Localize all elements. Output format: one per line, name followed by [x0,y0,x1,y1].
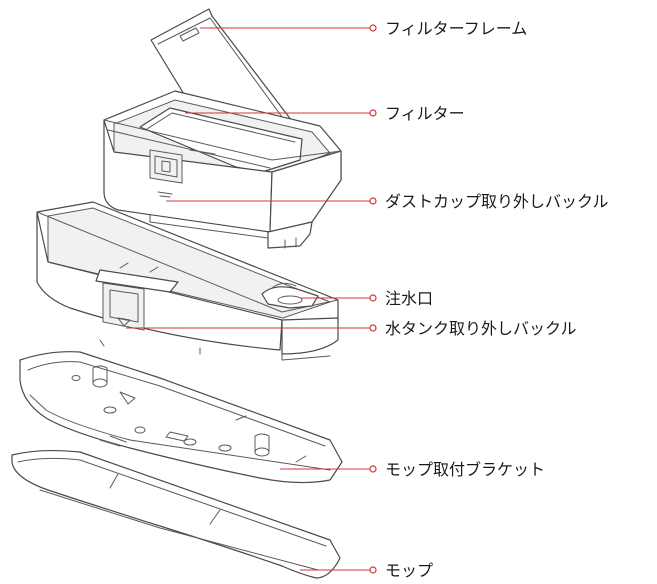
water-tank-part [36,201,339,361]
callout-filter: フィルター [185,104,465,123]
callout-mop: モップ [300,561,433,580]
callout-label-mop: モップ [385,561,433,580]
callout-label-filter-frame: フィルターフレーム [385,19,527,38]
callout-water-inlet: 注水口 [300,289,433,308]
callout-label-dustcup-buckle: ダストカップ取り外しバックル [385,192,609,211]
mop-part [11,449,341,579]
callout-filter-frame: フィルターフレーム [200,19,527,38]
callout-watertank-buckle: 水タンク取り外しバックル [126,319,577,338]
dust-cup-part [103,90,342,249]
callout-mop-bracket: モップ取付ブラケット [280,460,545,479]
callout-label-mop-bracket: モップ取付ブラケット [385,460,545,479]
callout-label-filter: フィルター [385,104,465,123]
mop-bracket-part [19,351,343,484]
callout-dustcup-buckle: ダストカップ取り外しバックル [166,192,609,211]
callout-label-watertank-buckle: 水タンク取り外しバックル [385,319,577,338]
callout-label-water-inlet: 注水口 [385,289,433,308]
